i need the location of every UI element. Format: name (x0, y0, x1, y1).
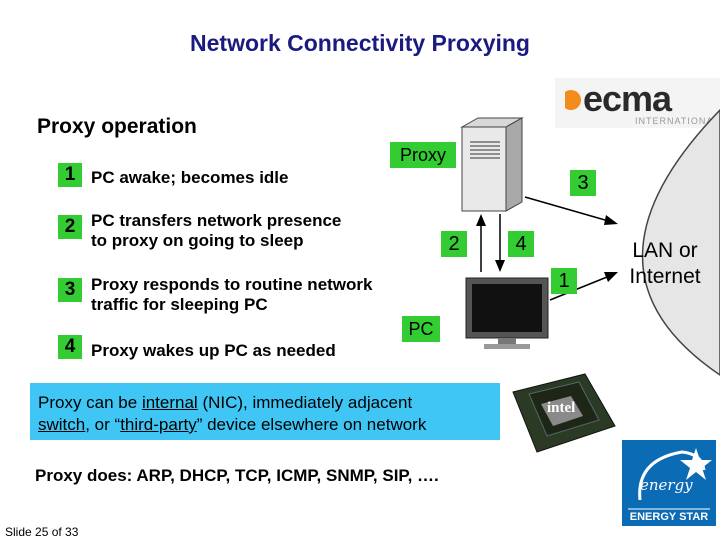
energy-star-logo: energy ENERGY STAR (622, 440, 716, 526)
intel-chip-word: intel (547, 400, 576, 416)
step-2-number: 2 (58, 215, 82, 239)
proxy-server-icon (460, 117, 524, 212)
energy-star-script: energy (640, 476, 693, 494)
network-label-line-2: Internet (629, 265, 701, 288)
step-4-number: 4 (58, 335, 82, 359)
network-label-line-1: LAN or (632, 239, 698, 262)
step-1-line-1: PC awake; becomes idle (91, 168, 289, 187)
ecma-logo-subtitle: INTERNATIONAL (635, 116, 720, 126)
step-1-number: 1 (58, 163, 82, 187)
callout-text-a: Proxy can be (38, 393, 142, 412)
ecma-logo: ecma INTERNATIONAL (555, 78, 720, 128)
link-pc-network (549, 274, 613, 301)
energy-star-graphic (622, 440, 716, 526)
step-2-line-1: PC transfers network presence (91, 211, 342, 230)
link-label-3: 3 (570, 170, 596, 196)
callout-line-2: switch, or “third-party” device elsewher… (38, 414, 492, 436)
slide-title: Network Connectivity Proxying (190, 30, 530, 56)
step-3-text: Proxy responds to routine network traffi… (91, 275, 373, 315)
step-4-line-1: Proxy wakes up PC as needed (91, 341, 336, 360)
callout-internal: internal (141, 393, 198, 412)
link-label-4: 4 (508, 231, 534, 257)
section-heading: Proxy operation (37, 115, 197, 138)
callout-text-d: ” device elsewhere on network (196, 415, 427, 434)
network-label: LAN or Internet (620, 238, 710, 290)
ecma-logo-word: ecma (583, 78, 672, 119)
slide-number: Slide 25 of 33 (5, 525, 79, 539)
callout-switch: switch (38, 415, 86, 434)
proxy-label: Proxy (390, 142, 456, 168)
link-label-2: 2 (441, 231, 467, 257)
intel-chip-image: intel (507, 372, 619, 454)
step-4-text: Proxy wakes up PC as needed (91, 341, 336, 361)
energy-star-label: ENERGY STAR (629, 511, 709, 523)
step-2-text: PC transfers network presence to proxy o… (91, 211, 341, 251)
step-3-line-2: traffic for sleeping PC (91, 295, 268, 314)
step-3-number: 3 (58, 278, 82, 302)
callout-third-party: third-party (120, 415, 197, 434)
step-1-text: PC awake; becomes idle (91, 168, 288, 188)
pc-monitor-icon (465, 277, 549, 349)
pc-label: PC (402, 316, 440, 342)
callout-text-b: (NIC), immediately adjacent (197, 393, 413, 412)
callout-line-1: Proxy can be internal (NIC), immediately… (38, 392, 492, 414)
intel-chip-graphic (512, 373, 616, 453)
ecma-logo-graphic (555, 78, 720, 128)
proxy-location-callout: Proxy can be internal (NIC), immediately… (30, 383, 500, 440)
proxy-functions-text: Proxy does: ARP, DHCP, TCP, ICMP, SNMP, … (35, 466, 439, 485)
internet-cloud-shape (641, 108, 720, 376)
link-proxy-network (524, 196, 613, 223)
step-2-line-2: to proxy on going to sleep (91, 231, 304, 250)
link-label-1: 1 (551, 268, 577, 294)
callout-text-c: , or “ (85, 415, 121, 434)
step-3-line-1: Proxy responds to routine network (91, 275, 373, 294)
